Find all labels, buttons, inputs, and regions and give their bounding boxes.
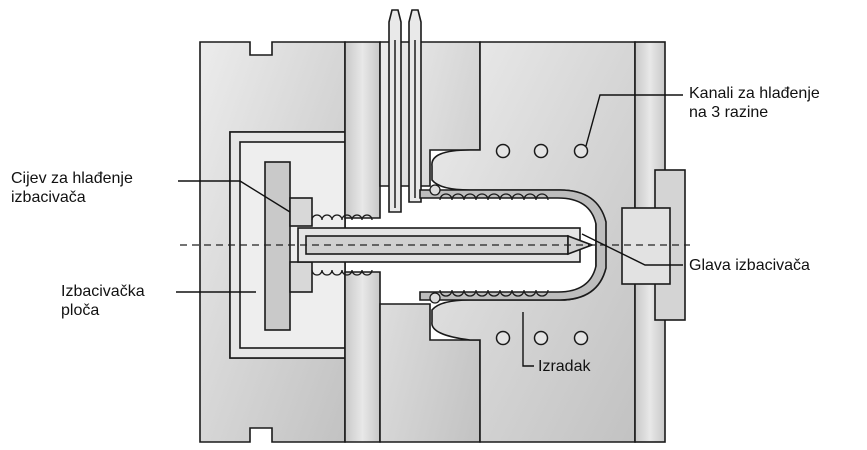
label-cooling-channels-line1: Kanali za hlađenje (689, 85, 820, 102)
label-ejector-plate: Izbacivačka ploča (61, 282, 145, 320)
core-plate (344, 41, 481, 443)
label-ejector-plate-line2: ploča (61, 302, 100, 319)
cooling-channels (495, 143, 589, 346)
label-part-line1: Izradak (538, 358, 591, 375)
leader-lines (176, 94, 683, 367)
molded-part (311, 184, 607, 304)
cooling-inlet-pipes (388, 9, 422, 213)
core-spiral-coils (311, 193, 549, 297)
label-ejector-head: Glava izbacivača (689, 256, 810, 275)
label-ejector-cooling-pipe: Cijev za hlađenje izbacivača (11, 169, 133, 207)
label-ejector-cooling-pipe-line2: izbacivača (11, 189, 86, 206)
label-ejector-plate-line1: Izbacivačka (61, 283, 145, 300)
left-mold-block (199, 41, 346, 443)
label-cooling-channels-line2: na 3 razine (689, 104, 769, 121)
label-ejector-head-line1: Glava izbacivača (689, 257, 810, 274)
label-part: Izradak (538, 357, 590, 376)
label-cooling-channels: Kanali za hlađenje na 3 razine (689, 84, 820, 122)
label-ejector-cooling-pipe-line1: Cijev za hlađenje (11, 170, 133, 187)
